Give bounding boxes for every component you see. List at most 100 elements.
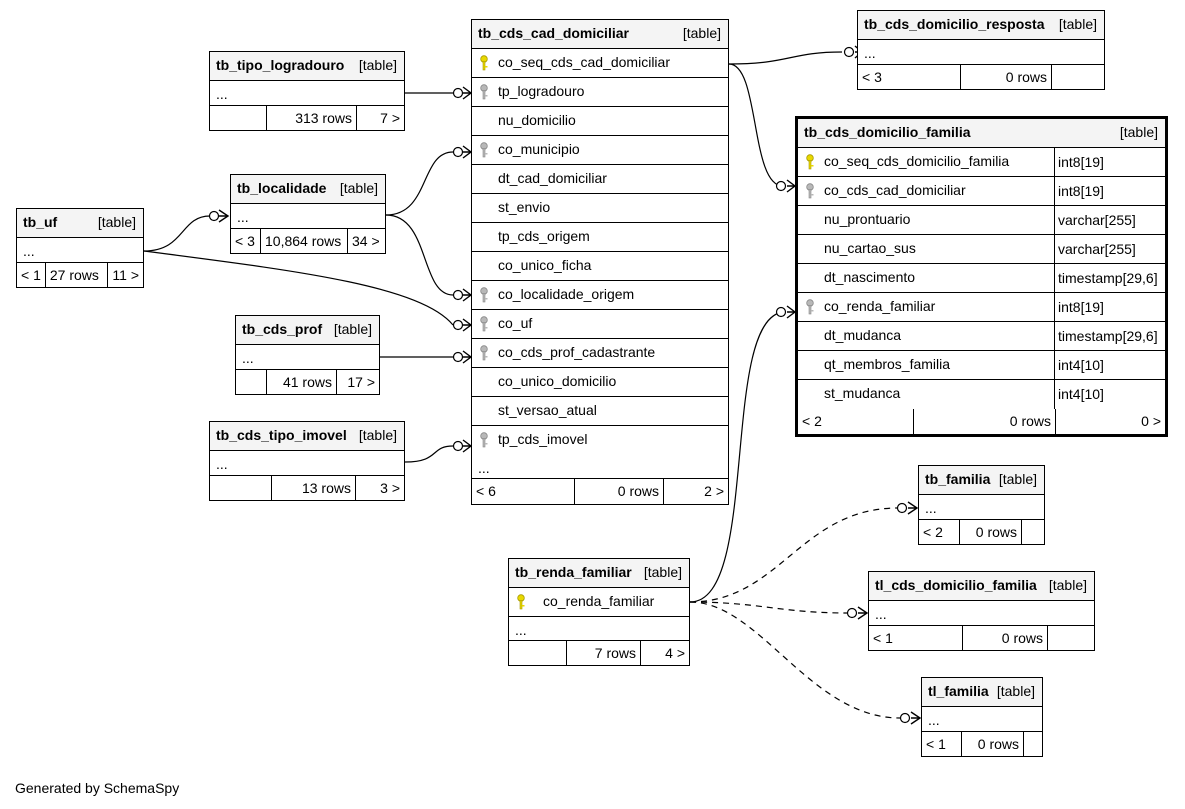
parent-count[interactable] (236, 370, 266, 394)
table-tl-familia[interactable]: tl_familia [table] ... < 1 0 rows (921, 677, 1043, 757)
table-tb-familia[interactable]: tb_familia [table] ... < 2 0 rows (918, 465, 1045, 545)
parent-count[interactable]: < 1 (21, 267, 41, 283)
optional-circle-marker (452, 319, 464, 331)
parent-count[interactable] (210, 476, 271, 500)
parent-count[interactable]: < 3 (862, 69, 882, 85)
column-row[interactable]: st_versao_atual (472, 397, 728, 426)
child-count[interactable]: 34 > (347, 229, 385, 253)
table-tb-cds-domicilio-resposta[interactable]: tb_cds_domicilio_resposta [table] ... < … (857, 10, 1105, 90)
table-header[interactable]: tb_cds_domicilio_familia [table] (798, 119, 1165, 148)
table-tl-cds-domicilio-familia[interactable]: tl_cds_domicilio_familia [table] ... < 1… (868, 571, 1095, 651)
optional-circle-marker (846, 607, 858, 619)
more-columns-row: ... (869, 601, 1094, 626)
column-type: int8[19] (1054, 177, 1104, 205)
child-count[interactable] (1047, 626, 1094, 650)
column-row[interactable]: co_renda_familiar (509, 588, 689, 617)
crow-foot-marker (218, 209, 230, 223)
parent-count[interactable]: < 1 (873, 630, 893, 646)
table-tb-cds-cad-domiciliar[interactable]: tb_cds_cad_domiciliar [table] co_seq_cds… (471, 19, 729, 505)
table-header[interactable]: tb_cds_prof [table] (236, 316, 379, 345)
child-count[interactable]: 2 > (663, 479, 728, 504)
column-row[interactable]: co_seq_cds_cad_domiciliar (472, 49, 728, 78)
optional-circle-marker (452, 440, 464, 452)
child-count[interactable] (1023, 732, 1042, 756)
table-header[interactable]: tb_tipo_logradouro [table] (210, 52, 404, 81)
parent-count[interactable] (210, 106, 266, 130)
column-row[interactable]: co_unico_ficha (472, 252, 728, 281)
row-count: 13 rows (271, 476, 355, 500)
foreign-key-icon (480, 287, 488, 303)
table-footer: < 3 10,864 rows 34 > (231, 229, 385, 253)
child-count[interactable]: 4 > (640, 641, 689, 665)
child-count[interactable]: 0 > (1055, 409, 1165, 434)
column-row[interactable]: co_municipio (472, 136, 728, 165)
column-name: co_renda_familiar (543, 593, 655, 609)
parent-count[interactable]: < 1 (926, 736, 946, 752)
table-header[interactable]: tb_familia [table] (919, 466, 1044, 495)
optional-circle-marker (775, 180, 787, 192)
column-type: timestamp[29,6] (1054, 264, 1158, 292)
table-tb-cds-tipo-imovel[interactable]: tb_cds_tipo_imovel [table] ... 13 rows 3… (209, 421, 405, 501)
parent-count[interactable]: < 2 (802, 413, 822, 429)
table-header[interactable]: tl_cds_domicilio_familia [table] (869, 572, 1094, 601)
table-tb-tipo-logradouro[interactable]: tb_tipo_logradouro [table] ... 313 rows … (209, 51, 405, 131)
column-row[interactable]: tp_cds_imovel (472, 426, 728, 455)
table-footer: < 2 0 rows 0 > (798, 409, 1165, 434)
table-header[interactable]: tb_cds_tipo_imovel [table] (210, 422, 404, 451)
column-type: varchar[255] (1054, 206, 1136, 234)
table-name: tb_cds_tipo_imovel (216, 427, 347, 443)
table-tb-cds-prof[interactable]: tb_cds_prof [table] ... 41 rows 17 > (235, 315, 380, 395)
parent-count[interactable] (509, 641, 566, 665)
table-tb-cds-domicilio-familia[interactable]: tb_cds_domicilio_familia [table] co_seq_… (795, 116, 1168, 437)
column-name: nu_prontuario (824, 211, 911, 227)
column-row[interactable]: co_uf (472, 310, 728, 339)
crow-foot-marker (462, 350, 473, 364)
child-count[interactable] (1051, 65, 1104, 89)
column-row[interactable]: tp_logradouro (472, 78, 728, 107)
parent-count[interactable]: < 3 (235, 233, 255, 249)
column-row[interactable]: st_envio (472, 194, 728, 223)
table-tb-renda-familiar[interactable]: tb_renda_familiar [table] co_renda_famil… (508, 558, 690, 666)
table-tb-localidade[interactable]: tb_localidade [table] ... < 3 10,864 row… (230, 174, 386, 254)
column-row[interactable]: nu_domicilio (472, 107, 728, 136)
optional-circle-marker (208, 210, 220, 222)
column-row[interactable]: co_localidade_origem (472, 281, 728, 310)
child-count[interactable]: 17 > (336, 370, 379, 394)
child-count[interactable]: 3 > (355, 476, 404, 500)
primary-key-icon (480, 55, 488, 71)
column-row[interactable]: co_cds_prof_cadastrante (472, 339, 728, 368)
edge-renda-to-domicilio-familia (689, 311, 784, 603)
foreign-key-icon (480, 316, 488, 332)
column-name: co_localidade_origem (498, 286, 635, 302)
child-count[interactable] (1021, 520, 1044, 544)
child-count[interactable]: 7 > (356, 106, 404, 130)
table-header[interactable]: tb_cds_domicilio_resposta [table] (858, 11, 1104, 40)
more-columns-row: ... (17, 238, 143, 263)
table-kind: [table] (643, 564, 682, 580)
column-row[interactable]: dt_cad_domiciliar (472, 165, 728, 194)
table-header[interactable]: tb_localidade [table] (231, 175, 385, 204)
column-name: nu_domicilio (498, 112, 576, 128)
more-columns-row: ... (472, 455, 728, 479)
column-row[interactable]: nu_prontuario varchar[255] (798, 206, 1165, 235)
table-name: tb_familia (925, 471, 991, 487)
child-count[interactable]: 11 > (107, 263, 143, 287)
column-row[interactable]: co_unico_domicilio (472, 368, 728, 397)
table-header[interactable]: tl_familia [table] (922, 678, 1042, 707)
table-header[interactable]: tb_cds_cad_domiciliar [table] (472, 20, 728, 49)
parent-count[interactable]: < 2 (923, 524, 943, 540)
table-tb-uf[interactable]: tb_uf [table] ... < 1 27 rows 11 > (16, 208, 144, 288)
table-header[interactable]: tb_uf [table] (17, 209, 143, 238)
parent-count[interactable]: < 6 (476, 483, 496, 499)
column-row[interactable]: tp_cds_origem (472, 223, 728, 252)
primary-key-icon (806, 154, 814, 170)
table-header[interactable]: tb_renda_familiar [table] (509, 559, 689, 588)
